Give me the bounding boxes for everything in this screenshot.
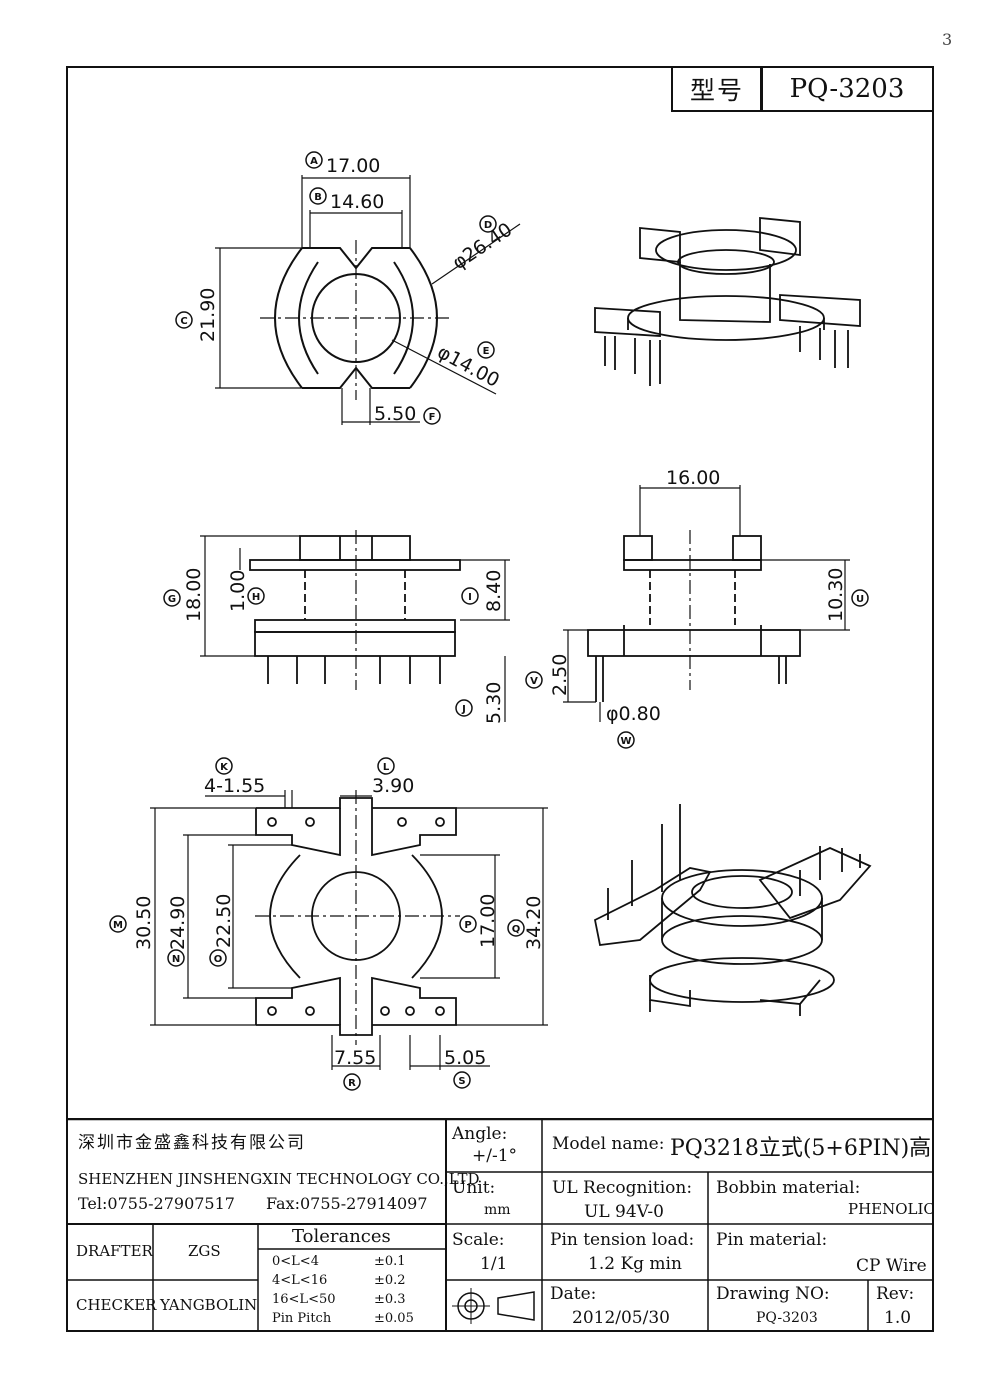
dim-i-value: 8.40 xyxy=(483,570,505,612)
company-fax: Fax:0755-27914097 xyxy=(266,1194,428,1213)
dim-g-value: 18.00 xyxy=(183,568,205,622)
dim-c-value: 21.90 xyxy=(197,288,219,342)
angle-label: Angle: xyxy=(452,1124,508,1144)
corner-mark: 3 xyxy=(942,30,953,49)
marker-m: M xyxy=(113,920,123,931)
marker-v: V xyxy=(530,676,538,687)
marker-h: H xyxy=(252,592,260,603)
model-number: PQ-3203 xyxy=(760,66,934,112)
dim-h-value: 1.00 xyxy=(227,570,249,612)
angle-value: +/-1° xyxy=(472,1146,518,1166)
company-name-en: SHENZHEN JINSHENGXIN TECHNOLOGY CO.,LTD xyxy=(78,1170,480,1188)
marker-e: E xyxy=(483,346,490,357)
tolerance-range: 4<L<16 xyxy=(272,1273,328,1288)
tolerance-range: 16<L<50 xyxy=(272,1292,336,1307)
marker-k: K xyxy=(220,762,229,773)
dim-q-value: 34.20 xyxy=(523,896,545,950)
ul-recognition-value: UL 94V-0 xyxy=(584,1202,664,1222)
date-value: 2012/05/30 xyxy=(572,1308,670,1328)
tolerance-value: ±0.1 xyxy=(374,1254,406,1269)
tolerances-title: Tolerances xyxy=(292,1226,391,1247)
model-name-label: Model name: xyxy=(552,1134,665,1154)
marker-p: P xyxy=(464,920,471,931)
marker-l: L xyxy=(383,762,390,773)
dim-s-value: 5.05 xyxy=(444,1047,486,1069)
dim-w-value: φ0.80 xyxy=(606,703,661,725)
bobbin-material-label: Bobbin material: xyxy=(716,1178,861,1198)
marker-s: S xyxy=(458,1076,465,1087)
marker-u: U xyxy=(856,594,864,605)
bobbin-material-value: PHENOLIC xyxy=(848,1200,935,1218)
rev-label: Rev: xyxy=(876,1284,915,1304)
marker-w: W xyxy=(620,736,631,747)
checker-label: CHECKER xyxy=(76,1296,157,1314)
company-name-cn: 深圳市金盛鑫科技有限公司 xyxy=(78,1133,306,1153)
dim-r-value: 7.55 xyxy=(334,1047,376,1069)
side-view xyxy=(200,530,510,722)
pin-material-label: Pin material: xyxy=(716,1230,828,1250)
dim-k-value: 4-1.55 xyxy=(204,775,265,797)
tolerance-value: ±0.05 xyxy=(374,1311,414,1326)
marker-o: O xyxy=(214,954,223,965)
marker-c: C xyxy=(180,316,187,327)
dim-n-value: 24.90 xyxy=(167,896,189,950)
title-block: 深圳市金盛鑫科技有限公司 SHENZHEN JINSHENGXIN TECHNO… xyxy=(66,1118,935,1332)
ul-recognition-label: UL Recognition: xyxy=(552,1178,693,1198)
marker-n: N xyxy=(172,954,180,965)
model-name-value: PQ3218立式(5+6PIN)高 xyxy=(670,1136,932,1161)
scale-label: Scale: xyxy=(452,1230,505,1250)
model-label: 型号 xyxy=(671,66,763,112)
dimension-values: 17.00 14.60 21.90 φ26.40 φ14.00 5.50 18.… xyxy=(133,155,847,1069)
dim-u-value: 10.30 xyxy=(825,568,847,622)
dimension-marker-letters: A B C D E F G H I J U V W K L M N O P Q … xyxy=(113,156,864,1089)
tolerance-range: 0<L<4 xyxy=(272,1254,319,1269)
marker-i: I xyxy=(468,592,472,603)
marker-q: Q xyxy=(512,924,521,935)
marker-r: R xyxy=(348,1078,356,1089)
dim-a-value: 17.00 xyxy=(326,155,380,177)
pin-tension-label: Pin tension load: xyxy=(550,1230,695,1250)
dim-v-value: 2.50 xyxy=(549,654,571,696)
unit-value: mm xyxy=(484,1202,511,1218)
dim-o-value: 22.50 xyxy=(213,894,235,948)
dim-j-value: 5.30 xyxy=(483,682,505,724)
marker-b: B xyxy=(314,192,322,203)
title-block-grid xyxy=(66,1118,934,1332)
scale-value: 1/1 xyxy=(480,1254,508,1274)
marker-g: G xyxy=(168,594,176,605)
date-label: Date: xyxy=(550,1284,597,1304)
drawing-no-value: PQ-3203 xyxy=(756,1310,818,1326)
dim-l-value: 3.90 xyxy=(372,775,414,797)
unit-label: Unit: xyxy=(452,1178,496,1198)
drafter-label: DRAFTER xyxy=(76,1242,153,1260)
pin-material-value: CP Wire xyxy=(856,1256,927,1276)
company-tel: Tel:0755-27907517 xyxy=(78,1194,235,1213)
marker-f: F xyxy=(429,412,436,423)
dim-p-value: 17.00 xyxy=(477,894,499,948)
top-view xyxy=(215,175,521,425)
drawing-frame xyxy=(66,66,934,1332)
checker-value: YANGBOLIN xyxy=(160,1296,258,1314)
tolerance-value: ±0.2 xyxy=(374,1273,406,1288)
isometric-view-inverted xyxy=(593,804,872,1016)
marker-a: A xyxy=(310,156,318,167)
technical-drawing: A B C D E F G H I J U V W K L M N O P Q … xyxy=(109,151,872,1091)
pin-tension-value: 1.2 Kg min xyxy=(588,1254,682,1274)
dimension-markers xyxy=(109,151,869,1091)
isometric-view-upright xyxy=(594,217,861,386)
rev-value: 1.0 xyxy=(884,1308,912,1328)
marker-j: J xyxy=(461,704,466,715)
end-view xyxy=(563,485,850,722)
dim-end-width-value: 16.00 xyxy=(666,467,720,489)
dim-f-value: 5.50 xyxy=(374,403,416,425)
tolerance-value: ±0.3 xyxy=(374,1292,406,1307)
tolerance-range: Pin Pitch xyxy=(272,1311,332,1326)
marker-d: D xyxy=(484,220,492,231)
dim-b-value: 14.60 xyxy=(330,191,384,213)
drafter-value: ZGS xyxy=(188,1242,221,1260)
drawing-no-label: Drawing NO: xyxy=(716,1284,830,1304)
dim-m-value: 30.50 xyxy=(133,896,155,950)
bottom-view xyxy=(150,790,548,1070)
